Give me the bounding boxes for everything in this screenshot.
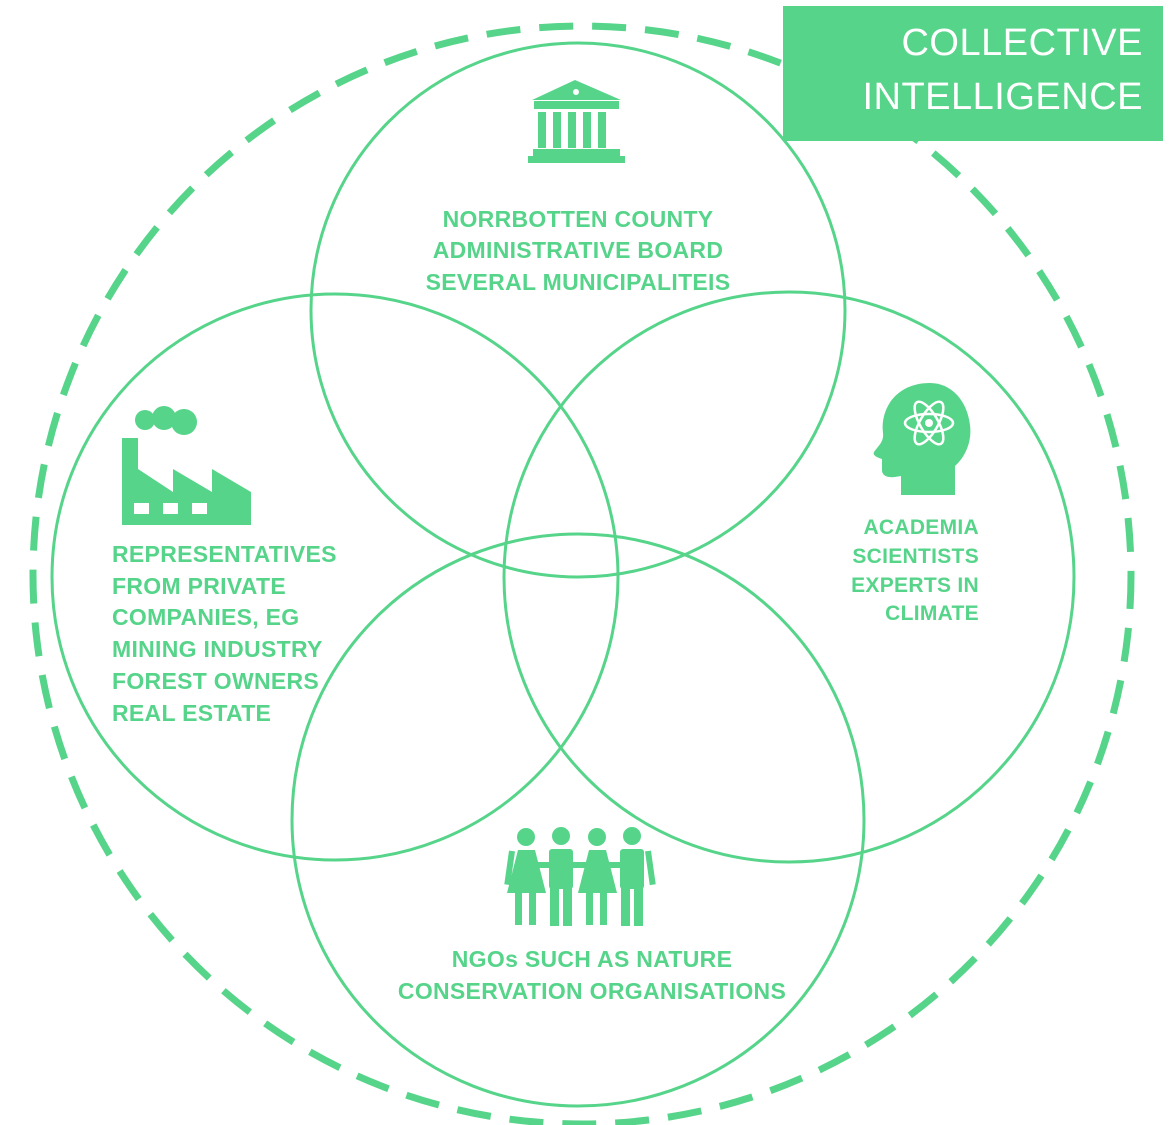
government-label-line: NORRBOTTEN COUNTY	[442, 206, 714, 232]
private-label-line: FROM PRIVATE	[112, 573, 286, 599]
academia-label-line: ACADEMIA	[863, 516, 979, 539]
private-label-line: REAL ESTATE	[112, 700, 272, 726]
people-group-icon	[504, 827, 656, 926]
outer-dashed-circle	[29, 22, 1135, 1125]
title-line-1: COLLECTIVE	[901, 22, 1143, 64]
government-label-line: SEVERAL MUNICIPALITEIS	[425, 269, 731, 295]
title-line-2: INTELLIGENCE	[862, 76, 1143, 118]
head-atom-icon	[873, 383, 971, 495]
private-label-line: FOREST OWNERS	[112, 668, 320, 694]
academia-circle	[502, 290, 1076, 864]
government-label-line: ADMINISTRATIVE BOARD	[432, 237, 724, 263]
government-building-icon	[528, 80, 625, 163]
academia-label-line: EXPERTS IN	[851, 574, 979, 597]
private-companies-circle	[50, 292, 620, 862]
academia-label-line: SCIENTISTS	[852, 545, 979, 568]
private-label-line: REPRESENTATIVES	[112, 541, 337, 567]
academia-label-line: CLIMATE	[885, 602, 979, 625]
private-label-line: COMPANIES, EG	[112, 604, 300, 630]
title-box: COLLECTIVE INTELLIGENCE	[783, 6, 1163, 141]
private-label-line: MINING INDUSTRY	[112, 636, 323, 662]
ngo-circle	[290, 532, 866, 1108]
ngo-label-line: NGOs SUCH AS NATURE	[451, 946, 733, 972]
government-circle	[309, 41, 847, 579]
factory-icon	[122, 406, 251, 525]
ngo-label-line: CONSERVATION ORGANISATIONS	[397, 978, 787, 1004]
